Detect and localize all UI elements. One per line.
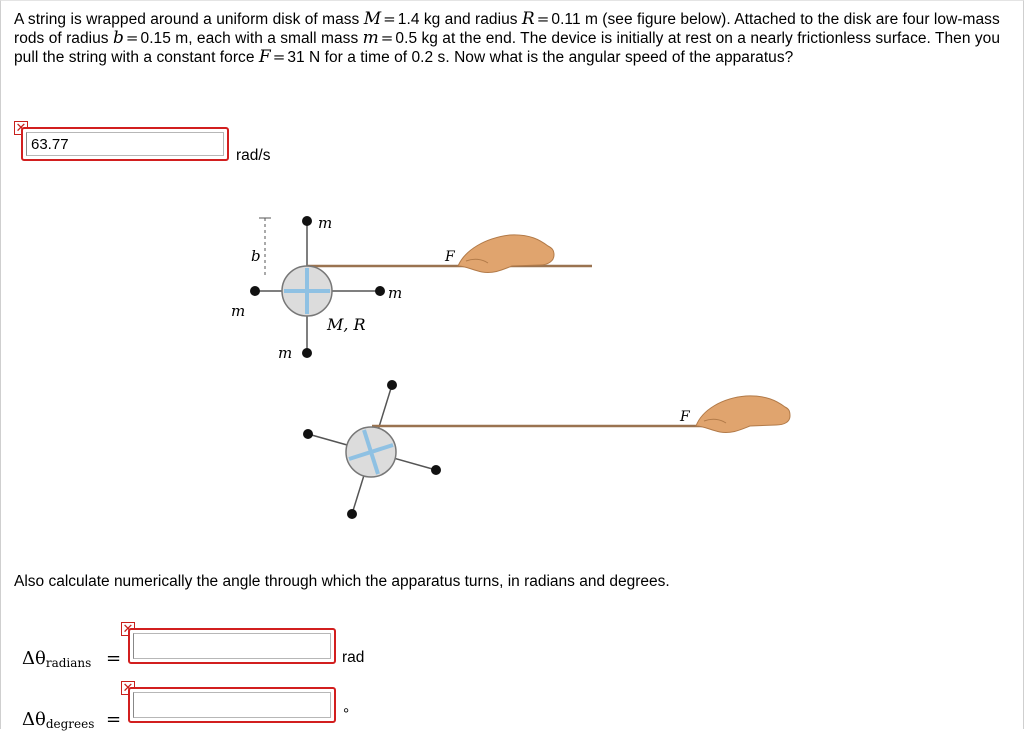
var-m: m	[362, 28, 379, 48]
question-part: 1.4 kg and radius	[397, 11, 518, 28]
part2-question: Also calculate numerically the angle thr…	[14, 573, 670, 590]
label-F: F	[444, 249, 456, 265]
delta-theta-radians-label: Δθradians	[22, 648, 91, 670]
var-M: M	[363, 9, 382, 29]
equals-sign: =	[383, 10, 396, 28]
angular-speed-input[interactable]	[31, 135, 221, 153]
label-b: b	[251, 247, 261, 265]
angular-speed-answer-box	[21, 127, 229, 161]
delta-theta: Δθ	[22, 648, 46, 669]
apparatus-figure: b m m m m M, R F F	[231, 214, 791, 519]
question-part: 0.5 kg at the end. The device is initial…	[14, 30, 1001, 66]
label-m: m	[278, 344, 292, 362]
label-M-R: M, R	[326, 315, 366, 334]
question-part: A string is wrapped around a uniform dis…	[14, 11, 360, 28]
question-part: 0.11 m (see figure below). Attached to t…	[14, 11, 1000, 47]
top-view-diagram: b m m m m M, R F	[231, 214, 592, 362]
degrees-input[interactable]	[138, 695, 328, 715]
radians-input[interactable]	[138, 636, 328, 656]
hand-icon	[457, 234, 555, 273]
mass-right	[375, 286, 385, 296]
equals-sign: =	[380, 29, 394, 47]
var-F: F	[258, 47, 271, 67]
mass-top	[387, 380, 397, 390]
var-b: b	[112, 28, 124, 48]
input-border	[133, 633, 331, 659]
equals-sign: =	[536, 10, 550, 28]
degrees-answer-box	[128, 687, 336, 723]
delta-theta: Δθ	[22, 709, 46, 730]
question-text: A string is wrapped around a uniform dis…	[14, 10, 1014, 67]
mass-bottom	[347, 509, 357, 519]
label-m: m	[388, 284, 402, 302]
input-border	[133, 692, 331, 718]
label-F: F	[679, 409, 691, 425]
equals-sign: =	[106, 709, 122, 730]
angular-speed-unit: rad/s	[236, 147, 271, 164]
delta-theta-degrees-label: Δθdegrees	[22, 709, 94, 731]
label-m: m	[231, 302, 245, 320]
var-R: R	[521, 9, 535, 29]
mass-left	[303, 429, 313, 439]
subscript-degrees: degrees	[45, 717, 95, 731]
subscript-radians: radians	[45, 656, 92, 670]
input-border	[26, 132, 224, 156]
hand-icon	[695, 395, 791, 433]
rotated-view-diagram: F	[303, 380, 791, 519]
equals-sign: =	[125, 29, 139, 47]
label-m: m	[318, 214, 332, 232]
mass-top	[302, 216, 312, 226]
question-part: 31 N for a time of 0.2 s. Now what is th…	[287, 49, 794, 66]
radians-answer-box	[128, 628, 336, 664]
mass-left	[250, 286, 260, 296]
mass-bottom	[302, 348, 312, 358]
mass-right	[431, 465, 441, 475]
radians-unit: rad	[342, 649, 365, 666]
question-part: 0.15 m, each with a small mass	[140, 30, 359, 47]
equals-sign: =	[106, 648, 122, 669]
equals-sign: =	[272, 48, 286, 66]
degrees-unit: °	[343, 706, 350, 723]
